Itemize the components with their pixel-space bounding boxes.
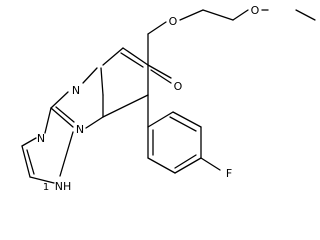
molecule-structure: O O O N N N NH 1 F (21, 4, 316, 193)
atom-label-nitrogen-bridge: N (76, 123, 84, 136)
bond (102, 94, 149, 118)
bond (26, 149, 35, 175)
atom-label-fluorine: F (226, 167, 232, 180)
bond (85, 116, 104, 129)
bond (147, 21, 167, 35)
bond (147, 157, 176, 174)
bond (169, 116, 197, 132)
bond (150, 69, 172, 84)
bonds (21, 9, 316, 184)
bond (179, 9, 204, 21)
atom-label-oxygen-ether: O (251, 4, 260, 17)
bond (50, 107, 74, 128)
atom-label-nh-subscript: 1 (43, 182, 49, 193)
bond (44, 107, 52, 134)
bond (102, 47, 124, 66)
bond (147, 111, 174, 128)
bond (200, 157, 221, 171)
bond (50, 91, 69, 109)
atom-label-nitrogen-ring: N (72, 84, 80, 97)
bond (232, 9, 249, 21)
bond (295, 9, 316, 21)
bond (174, 154, 197, 169)
atom-label-nh: NH (55, 180, 72, 193)
bond (29, 176, 55, 184)
atom-label-oxygen-ester: O (169, 15, 178, 28)
bond (21, 137, 37, 147)
bond (120, 52, 144, 68)
bond (21, 145, 31, 178)
bond (174, 157, 202, 174)
atom-label-nitrogen-triazole: N (37, 132, 45, 145)
bond (202, 9, 234, 21)
bond (147, 64, 172, 79)
bond (59, 131, 74, 177)
bond (172, 111, 202, 128)
bond (122, 47, 149, 66)
atom-label-oxygen-carbonyl: O (174, 80, 183, 93)
bond (55, 106, 75, 123)
bond (82, 67, 98, 84)
atom-labels: O O O N N N NH 1 F (37, 4, 260, 193)
bond (100, 67, 104, 96)
